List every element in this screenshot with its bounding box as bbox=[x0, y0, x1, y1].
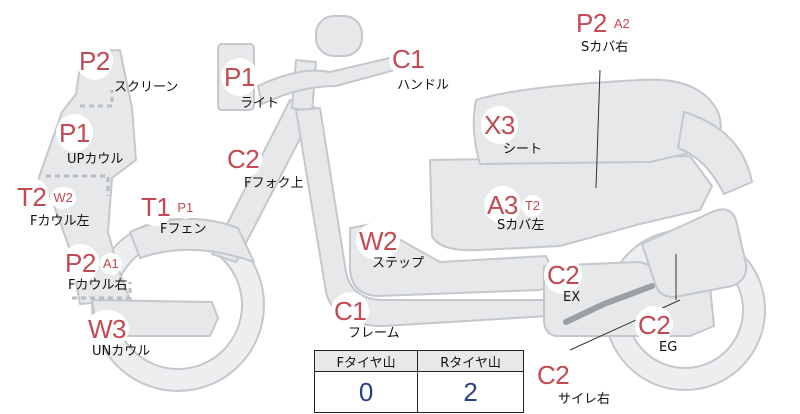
grade-badge: P2 bbox=[62, 244, 99, 282]
grade-badge: C2 bbox=[534, 356, 573, 394]
grade-badge: T1 bbox=[138, 188, 174, 226]
handlebar-shape bbox=[257, 55, 403, 105]
handle-cap-shape bbox=[315, 15, 363, 57]
part-name-label: ステップ bbox=[372, 256, 425, 271]
grade-badge: T2 bbox=[14, 178, 50, 216]
part-name-label: ライト bbox=[240, 96, 280, 111]
grade-badge: C2 bbox=[544, 256, 583, 294]
grade-badge: P1 bbox=[221, 58, 258, 96]
cowl-guide-2 bbox=[46, 174, 110, 196]
floor-shape bbox=[349, 223, 559, 297]
sub-grade-badge: P1 bbox=[174, 197, 197, 219]
grade-badge: C1 bbox=[389, 40, 428, 78]
grade-badge: P1 bbox=[56, 114, 93, 152]
part-frame[interactable]: C1 bbox=[331, 292, 370, 330]
part-front-fork[interactable]: C2 bbox=[224, 140, 263, 178]
grade-badge: C2 bbox=[635, 306, 674, 344]
part-under-cowl[interactable]: W3 bbox=[85, 310, 129, 348]
seat-shape bbox=[472, 78, 722, 165]
grade-badge: P2 bbox=[76, 42, 113, 80]
part-name-label: Sカバ右 bbox=[581, 40, 629, 55]
grade-badge: C1 bbox=[331, 292, 370, 330]
grade-badge: X3 bbox=[481, 106, 518, 144]
part-name-label: ハンドル bbox=[397, 78, 450, 93]
cowl-guide-1 bbox=[80, 90, 114, 108]
part-name-label: スクリーン bbox=[114, 80, 179, 95]
part-name-label: サイレ右 bbox=[558, 392, 611, 407]
tail-shape bbox=[677, 111, 753, 195]
exhaust-pipe bbox=[563, 283, 655, 325]
part-engine[interactable]: C2 bbox=[635, 306, 674, 344]
leader-seat-cover-right bbox=[595, 69, 601, 189]
sub-grade-badge: A1 bbox=[99, 253, 122, 275]
front-tire-value: 0 bbox=[313, 371, 419, 413]
part-name-label: Fフォク上 bbox=[244, 176, 304, 191]
sub-grade-badge: A2 bbox=[610, 13, 633, 35]
part-light[interactable]: P1 bbox=[221, 58, 258, 96]
rear-tire-header: Rタイヤ山 bbox=[417, 350, 524, 372]
part-name-label: フレーム bbox=[348, 326, 400, 341]
part-silencer-right[interactable]: C2 bbox=[534, 356, 573, 394]
part-step[interactable]: W2 bbox=[356, 222, 400, 260]
part-exhaust[interactable]: C2 bbox=[544, 256, 583, 294]
part-name-label: Fカウル右 bbox=[68, 278, 128, 293]
grade-badge: W2 bbox=[356, 222, 400, 260]
part-name-label: シート bbox=[503, 142, 543, 157]
grade-badge: A3 bbox=[484, 186, 521, 224]
part-screen[interactable]: P2 bbox=[76, 42, 113, 80]
tire-tread-table: Fタイヤ山 Rタイヤ山 0 2 bbox=[313, 350, 524, 413]
part-seat[interactable]: X3 bbox=[481, 106, 518, 144]
rear-tire-value: 2 bbox=[417, 371, 524, 413]
grade-badge: C2 bbox=[224, 140, 263, 178]
grade-badge: W3 bbox=[85, 310, 129, 348]
part-handle[interactable]: C1 bbox=[389, 40, 428, 78]
silencer-shape bbox=[641, 208, 748, 298]
grade-badge: P2 bbox=[573, 4, 610, 42]
part-name-label: EG bbox=[659, 340, 678, 355]
part-name-label: Fカウル左 bbox=[30, 214, 90, 229]
sub-grade-badge: T2 bbox=[521, 195, 543, 217]
body-shape bbox=[429, 155, 713, 252]
cowl-guide-3 bbox=[72, 282, 132, 300]
part-up-cowl[interactable]: P1 bbox=[56, 114, 93, 152]
part-name-label: Fフェン bbox=[160, 222, 207, 237]
part-name-label: UNカウル bbox=[92, 344, 151, 359]
part-name-label: EX bbox=[563, 290, 581, 305]
part-name-label: Sカバ左 bbox=[497, 218, 545, 233]
front-tire-header: Fタイヤ山 bbox=[313, 350, 419, 372]
sub-grade-badge: W2 bbox=[50, 187, 76, 209]
part-name-label: UPカウル bbox=[67, 152, 124, 167]
